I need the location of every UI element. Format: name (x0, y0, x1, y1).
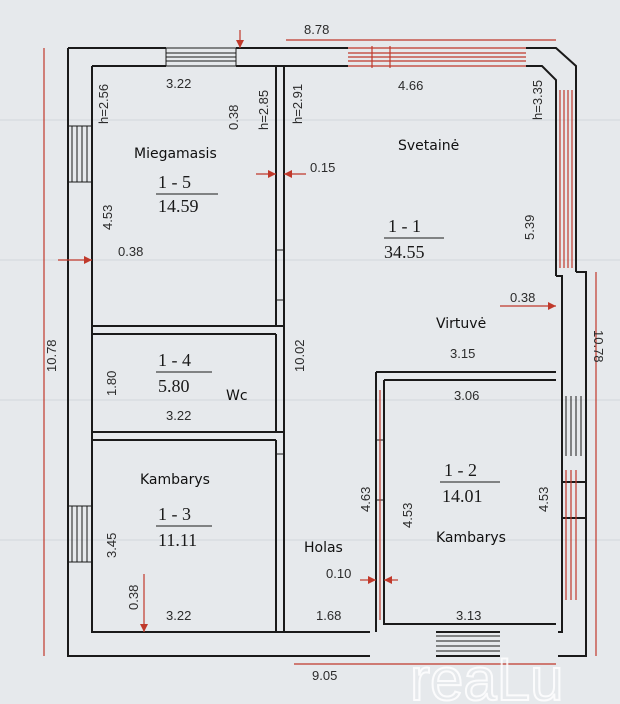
room-name-holas: Holas (304, 540, 343, 556)
room-area-svetaine: 34.55 (384, 242, 425, 262)
dim-room3-wall: 0.38 (126, 585, 141, 610)
dim-h-285: h=2.85 (256, 90, 271, 130)
room-name-svetaine: Svetainė (398, 138, 459, 154)
dim-bedroom-top: 3.22 (166, 76, 191, 91)
dim-bedroom-h: h=2.56 (96, 84, 111, 124)
dim-left-total: 10.78 (44, 339, 59, 372)
dim-wc-w: 3.22 (166, 408, 191, 423)
room-area-wc: 5.80 (158, 376, 190, 396)
dim-hall-side: 4.63 (358, 487, 373, 512)
dim-hall-bottom: 1.68 (316, 608, 341, 623)
dim-bedroom-side: 4.53 (100, 205, 115, 230)
dim-wc-h: 1.80 (104, 371, 119, 396)
dim-living-top: 4.66 (398, 78, 423, 93)
dim-wall-top-a: 0.38 (226, 105, 241, 130)
room-id-kambarys2: 1 - 2 (444, 460, 477, 480)
dim-room3-h: 3.45 (104, 533, 119, 558)
dim-room2-right: 4.53 (536, 487, 551, 512)
room-id-miegamasis: 1 - 5 (158, 172, 191, 192)
dim-hall-010: 0.10 (326, 566, 351, 581)
dim-bedroom-wall: 0.38 (118, 244, 143, 259)
dim-living-side: 5.39 (522, 215, 537, 240)
dim-room2-top: 3.06 (454, 388, 479, 403)
room-name-virtuve: Virtuvė (436, 316, 486, 332)
dim-room2-left: 4.53 (400, 503, 415, 528)
room-name-kambarys2: Kambarys (436, 530, 506, 546)
windows (68, 46, 587, 652)
dim-partition-015: 0.15 (310, 160, 335, 175)
dim-right-total: 10.78 (591, 330, 606, 363)
room-name-miegamasis: Miegamasis (134, 146, 217, 162)
room-area-kambarys3: 11.11 (158, 530, 197, 550)
dimension-texts: 8.78 9.05 10.78 10.78 3.22 h=2.56 4.53 0… (44, 22, 606, 683)
room-name-wc: Wc (226, 388, 248, 404)
interior-walls (92, 66, 556, 632)
outer-walls (67, 47, 587, 657)
room-labels: Miegamasis 1 - 5 14.59 Svetainė 1 - 1 34… (134, 138, 506, 556)
room-id-wc: 1 - 4 (158, 350, 191, 370)
dim-room2-bottom: 3.13 (456, 608, 481, 623)
paper-lines (0, 119, 620, 541)
dim-corridor-len: 10.02 (292, 339, 307, 372)
room-name-kambarys3: Kambarys (140, 472, 210, 488)
dimension-lines (43, 30, 597, 665)
dim-top-total: 8.78 (304, 22, 329, 37)
room-area-miegamasis: 14.59 (158, 196, 199, 216)
watermark: reaLu (410, 646, 563, 704)
room-id-svetaine: 1 - 1 (388, 216, 421, 236)
room-area-kambarys2: 14.01 (442, 486, 483, 506)
dim-h-291: h=2.91 (290, 84, 305, 124)
dim-bottom-total: 9.05 (312, 668, 337, 683)
dim-h-335: h=3.35 (530, 80, 545, 120)
dim-room3-bottom: 3.22 (166, 608, 191, 623)
dim-kitchen-wall: 0.38 (510, 290, 535, 305)
room-id-kambarys3: 1 - 3 (158, 504, 191, 524)
dim-kitchen-w: 3.15 (450, 346, 475, 361)
